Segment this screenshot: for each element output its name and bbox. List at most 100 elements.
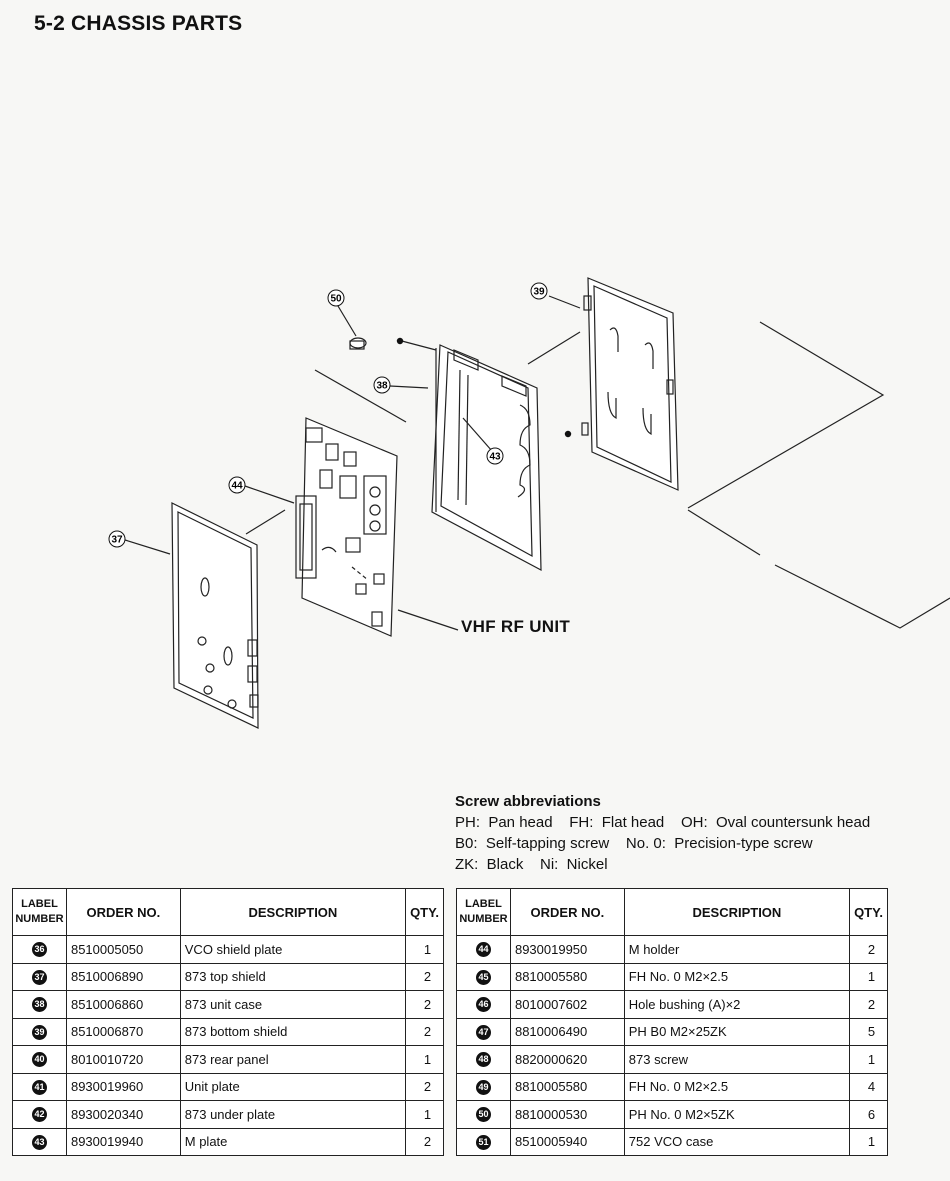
screw-abbreviation-line: ZK: Black Ni: Nickel	[455, 856, 608, 873]
label-number-cell: 45	[456, 962, 511, 991]
parts-list: LABEL NUMBER ORDER NO. DESCRIPTION QTY. …	[12, 888, 888, 1157]
order-no-cell: 8930020340	[65, 1100, 181, 1129]
label-number-badge: 47	[475, 1024, 491, 1040]
table-header-row: LABEL NUMBER ORDER NO. DESCRIPTION QTY.	[12, 888, 444, 936]
qty-cell: 2	[405, 1127, 444, 1156]
order-no-cell: 8810005580	[509, 1072, 625, 1101]
label-header-line1: LABEL	[465, 898, 502, 910]
label-number-badge: 40	[31, 1052, 47, 1068]
label-number-badge: 42	[31, 1107, 47, 1123]
unit-case-part	[431, 344, 542, 572]
description-cell: M plate	[179, 1127, 407, 1156]
label-number-cell: 43	[12, 1127, 67, 1156]
top-shield-part	[171, 502, 259, 729]
description-cell: 873 screw	[623, 1045, 851, 1074]
callout-43-label: 43	[489, 452, 501, 463]
qty-cell: 2	[849, 935, 888, 964]
label-number-cell: 38	[12, 990, 67, 1019]
label-number-cell: 40	[12, 1045, 67, 1074]
vhf-rf-unit-board	[295, 417, 398, 637]
callout-38: 38	[373, 376, 391, 394]
label-number-cell: 51	[456, 1127, 511, 1156]
screw-abbreviation-line: PH: Pan head FH: Flat head OH: Oval coun…	[455, 814, 871, 831]
callout-44-label: 44	[231, 481, 243, 492]
callout-50-label: 50	[330, 294, 342, 305]
description-cell: 873 top shield	[179, 962, 407, 991]
label-number-badge: 49	[475, 1079, 491, 1095]
qty-cell: 2	[849, 990, 888, 1019]
qty-cell: 5	[849, 1017, 888, 1046]
qty-cell: 1	[849, 1045, 888, 1074]
parts-table-right: LABEL NUMBER ORDER NO. DESCRIPTION QTY. …	[456, 888, 888, 1156]
col-header-qty: QTY.	[405, 888, 444, 936]
order-no-cell: 8510006870	[65, 1017, 181, 1046]
order-no-cell: 8010007602	[509, 990, 625, 1019]
label-number-cell: 50	[456, 1100, 511, 1129]
callout-50: 50	[327, 289, 345, 307]
qty-cell: 1	[849, 1127, 888, 1156]
col-header-order-no: ORDER NO.	[65, 888, 181, 936]
screw-abbreviation-line: B0: Self-tapping screw No. 0: Precision-…	[455, 835, 813, 852]
description-cell: PH No. 0 M2×5ZK	[623, 1100, 851, 1129]
col-header-description: DESCRIPTION	[623, 888, 851, 936]
label-number-badge: 41	[31, 1079, 47, 1095]
table-header-row: LABEL NUMBER ORDER NO. DESCRIPTION QTY.	[456, 888, 888, 936]
label-number-cell: 37	[12, 962, 67, 991]
col-header-label-number: LABEL NUMBER	[456, 888, 511, 936]
order-no-cell: 8810005580	[509, 962, 625, 991]
label-number-badge: 44	[475, 942, 491, 958]
order-no-cell: 8510005940	[509, 1127, 625, 1156]
order-no-cell: 8930019940	[65, 1127, 181, 1156]
label-number-badge: 51	[475, 1134, 491, 1150]
description-cell: 752 VCO case	[623, 1127, 851, 1156]
page-title: 5-2 CHASSIS PARTS	[34, 12, 243, 35]
label-number-cell: 49	[456, 1072, 511, 1101]
order-no-cell: 8510005050	[65, 935, 181, 964]
label-number-cell: 42	[12, 1100, 67, 1129]
label-number-badge: 50	[475, 1107, 491, 1123]
qty-cell: 2	[405, 1017, 444, 1046]
qty-cell: 1	[405, 1100, 444, 1129]
label-number-cell: 47	[456, 1017, 511, 1046]
label-number-badge: 45	[475, 969, 491, 985]
screw-abbreviations: Screw abbreviations PH: Pan head FH: Fla…	[455, 791, 870, 875]
description-cell: 873 bottom shield	[179, 1017, 407, 1046]
order-no-cell: 8010010720	[65, 1045, 181, 1074]
label-header-line2: NUMBER	[459, 913, 508, 925]
label-number-cell: 36	[12, 935, 67, 964]
label-number-badge: 38	[31, 997, 47, 1013]
callout-37-label: 37	[111, 535, 123, 546]
label-header-line1: LABEL	[21, 898, 58, 910]
screw-abbreviations-title: Screw abbreviations	[455, 793, 601, 810]
label-number-badge: 46	[475, 997, 491, 1013]
label-number-badge: 39	[31, 1024, 47, 1040]
order-no-cell: 8820000620	[509, 1045, 625, 1074]
order-no-cell: 8810006490	[509, 1017, 625, 1046]
description-cell: 873 rear panel	[179, 1045, 407, 1074]
description-cell: Unit plate	[179, 1072, 407, 1101]
description-cell: FH No. 0 M2×2.5	[623, 962, 851, 991]
screw-part	[349, 337, 367, 350]
qty-cell: 1	[849, 962, 888, 991]
description-cell: VCO shield plate	[179, 935, 407, 964]
label-number-badge: 48	[475, 1052, 491, 1068]
callout-39: 39	[530, 282, 548, 300]
qty-cell: 4	[849, 1072, 888, 1101]
col-header-description: DESCRIPTION	[179, 888, 407, 936]
callout-44: 44	[228, 476, 246, 494]
